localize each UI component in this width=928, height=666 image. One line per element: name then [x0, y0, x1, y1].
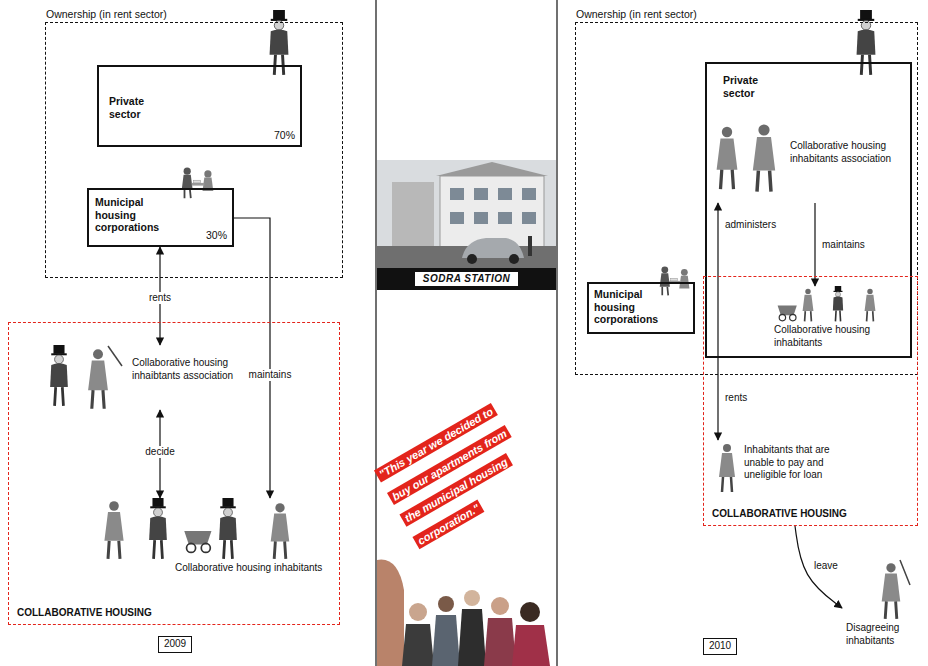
sector-box: Municipal housing corporations	[587, 282, 695, 334]
actor-group: Collaborative housing inhaibtants associ…	[40, 345, 270, 410]
actor-group: Collaborative housing inhabitants	[768, 286, 908, 351]
edge-label: maintains	[820, 239, 867, 251]
node-text: 30%	[206, 229, 227, 242]
station-photo	[474, 188, 488, 200]
station-photo	[522, 188, 536, 200]
people-photo	[409, 603, 427, 621]
sector-box: Private sector 70%	[97, 65, 302, 147]
figure-group	[50, 10, 910, 619]
people-photo	[432, 615, 460, 666]
sector-box: Municipal housing corporations 30%	[87, 188, 234, 247]
people-photo	[491, 597, 509, 615]
figure-group	[271, 503, 290, 559]
node-text: Ownership (in rent sector)	[576, 8, 697, 21]
node-text: COLLABORATIVE HOUSING	[17, 607, 152, 620]
figure-group	[778, 306, 797, 321]
figure-group	[753, 124, 775, 191]
figure-group	[88, 349, 108, 409]
node-text: 70%	[274, 129, 295, 142]
sector-box: Private sectorCollaborative housing inha…	[705, 62, 912, 358]
figure-group	[108, 346, 122, 366]
quote-callout: "This year we decided to buy our apartme…	[370, 389, 551, 553]
ownership-region: Ownership (in rent sector)Private sector…	[575, 22, 918, 375]
node-text: Municipal housing corporations	[95, 196, 174, 234]
figure-group	[50, 345, 68, 406]
node-text: Municipal housing corporations	[594, 288, 655, 326]
station-photo	[509, 254, 519, 264]
figure-group	[660, 266, 690, 295]
node-text: Inhabitants that are unable to pay and u…	[744, 444, 860, 482]
people-photo	[464, 590, 480, 606]
node-text: 2010	[709, 640, 731, 653]
actor-group: Collaborative housing inhabitants associ…	[710, 118, 905, 203]
node-text: Collaborative housing inhabitants	[175, 562, 331, 575]
figure-group	[833, 286, 843, 321]
connector-arrow	[814, 203, 815, 286]
node-text: 2009	[164, 638, 186, 651]
station-photo	[377, 160, 556, 268]
connector-arrow	[234, 218, 270, 498]
panel-divider	[376, 0, 557, 666]
station-photo	[528, 236, 532, 256]
figure-group	[900, 560, 910, 585]
people-photo	[520, 602, 540, 622]
figure-group	[184, 531, 211, 553]
edge-label: maintains	[247, 369, 294, 381]
figure-group	[149, 498, 167, 559]
station-photo	[450, 212, 464, 224]
connector-arrow	[795, 526, 842, 608]
edge-label: leave	[812, 560, 840, 572]
station-photo	[498, 212, 512, 224]
figure-group	[104, 501, 123, 559]
people-photo	[438, 596, 454, 612]
station-photo	[522, 212, 536, 224]
connector-arrow	[717, 203, 718, 440]
actor-group: Inhabitants that are unable to pay and u…	[712, 440, 862, 492]
actor-group: Collaborative housing inhabitants	[90, 498, 335, 577]
year-box: 2009	[158, 636, 192, 653]
people-photo	[402, 624, 434, 666]
panel-divider	[556, 0, 557, 666]
panel-divider	[375, 0, 376, 666]
node-text: Collaborative housing inhabitants	[774, 324, 906, 349]
node-text: Ownership (in rent sector)	[46, 8, 167, 21]
figure-group	[719, 444, 735, 492]
photo-caption-band: SODRA STATION	[377, 268, 556, 290]
figure-group	[803, 289, 814, 322]
station-photo	[474, 212, 488, 224]
station-photo	[467, 254, 477, 264]
edge-label: rents	[147, 292, 173, 304]
people-photo	[377, 560, 550, 666]
node-text: Disagreeing inhabitants	[846, 622, 920, 647]
node-text: Private sector	[109, 95, 171, 120]
actor-group: Disagreeing inhabitants	[842, 560, 922, 656]
ownership-region: Ownership (in rent sector)Private sector…	[45, 22, 343, 278]
collaborative-region: COLLABORATIVE HOUSING Collaborative housi…	[8, 322, 340, 625]
edge-label: administers	[723, 219, 778, 231]
node-text: Private sector	[723, 74, 785, 99]
station-photo	[436, 162, 548, 176]
people-photo	[512, 625, 550, 666]
annotation-label: rents	[723, 392, 749, 404]
node-text: COLLABORATIVE HOUSING	[712, 508, 847, 521]
station-photo	[450, 188, 464, 200]
people-photo	[484, 618, 516, 666]
year-box: 2010	[703, 638, 737, 655]
station-photo	[392, 182, 434, 252]
figure-group	[219, 498, 237, 559]
people-photo	[458, 609, 486, 666]
figure-group	[882, 563, 901, 619]
figure-group	[182, 168, 214, 199]
node-text: Collaborative housing inhabitants associ…	[790, 140, 901, 165]
node-text: "This year we decided to buy our apartme…	[374, 403, 513, 549]
station-photo	[498, 188, 512, 200]
station-photo	[377, 160, 556, 268]
figure-group	[717, 127, 738, 189]
people-photo	[377, 560, 404, 666]
edge-label: decide	[143, 446, 176, 458]
figure-group	[865, 289, 876, 322]
node-text: SODRA STATION	[414, 271, 519, 288]
figure-group	[857, 10, 876, 75]
